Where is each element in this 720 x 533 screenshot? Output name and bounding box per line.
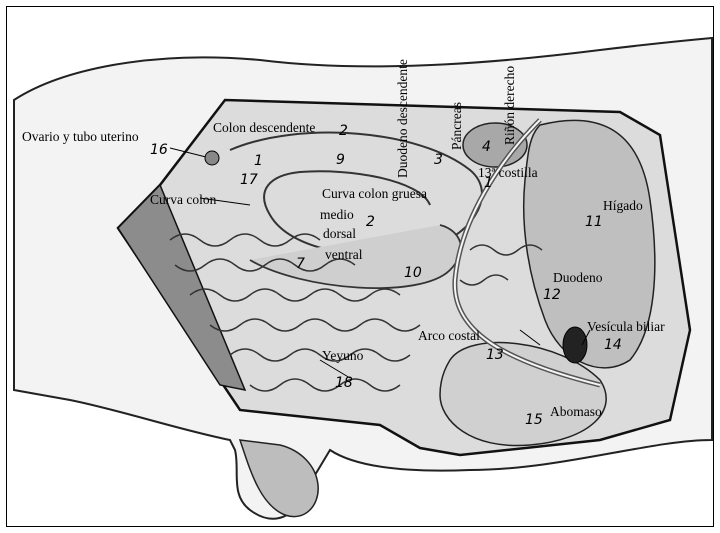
label-vesicula-biliar: Vesícula biliar [587, 320, 665, 334]
label-medio: medio [320, 208, 354, 222]
number-12: 12 [543, 288, 561, 302]
number-1b: 1 [484, 176, 493, 190]
label-colon-descendente: Colon descendente [213, 121, 315, 135]
ovary [205, 151, 219, 165]
label-abomaso: Abomaso [550, 405, 602, 419]
number-10: 10 [404, 266, 422, 280]
label-rinon-derecho: Riñón derecho [503, 66, 517, 145]
number-16: 16 [150, 143, 168, 157]
number-2a: 2 [339, 124, 348, 138]
number-3: 3 [434, 153, 443, 167]
number-11: 11 [585, 215, 603, 229]
label-dorsal: dorsal [323, 227, 356, 241]
label-higado: Hígado [603, 199, 643, 213]
number-7: 7 [296, 257, 305, 271]
number-13: 13 [486, 348, 504, 362]
number-2b: 2 [366, 215, 375, 229]
label-ovario: Ovario y tubo uterino [22, 130, 139, 144]
number-17: 17 [240, 173, 258, 187]
gall-bladder [563, 327, 587, 363]
label-ventral: ventral [325, 248, 362, 262]
number-15: 15 [525, 413, 543, 427]
number-1a: 1 [254, 154, 263, 168]
label-duodeno-descendente: Duodeno descendente [396, 59, 410, 178]
label-duodeno: Duodeno [553, 271, 603, 285]
label-pancreas: Páncreas [450, 102, 464, 150]
number-4: 4 [482, 140, 491, 154]
number-14: 14 [604, 338, 622, 352]
number-18: 18 [335, 376, 353, 390]
label-curva-colon: Curva colon [150, 193, 216, 207]
label-curva-colon-gruesa: Curva colon gruesa [322, 187, 427, 201]
label-yeyuno: Yeyuno [322, 349, 363, 363]
number-9: 9 [336, 153, 345, 167]
label-arco-costal: Arco costal [418, 329, 480, 343]
